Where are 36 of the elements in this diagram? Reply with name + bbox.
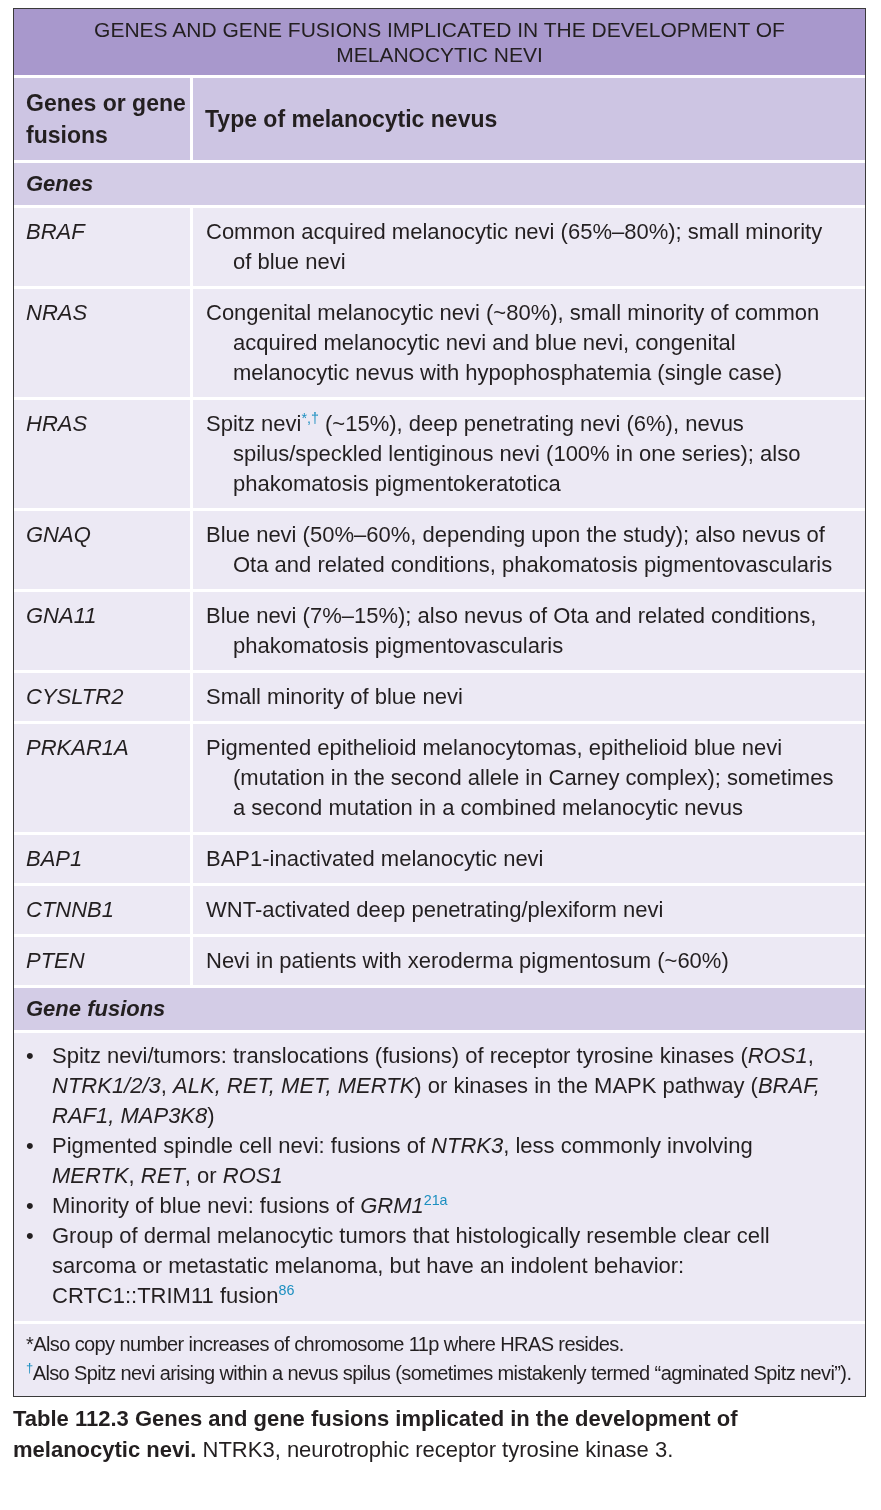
section-header: Gene fusions <box>14 988 865 1033</box>
gene-name-cell: BAP1 <box>14 835 193 883</box>
description-cell: Pigmented epithelioid melanocytomas, epithelioid blue nevi (mutation in the second allele in Carney complex); sometimes a second mutation in a combined melanocytic nevus <box>193 724 865 832</box>
gene-name-cell: CYSLTR2 <box>14 673 193 721</box>
bullet-item: Spitz nevi/tumors: translocations (fusions) of receptor tyrosine kinases (ROS1, NTRK1/2/3, ALK, RET, MET, MERTK) or kinases in the MAPK pathway (BRAF, RAF1, MAP3K8) <box>52 1042 821 1130</box>
footnote: *Also copy number increases of chromosome 11p where HRAS resides. <box>26 1332 625 1357</box>
section-header: Genes <box>14 163 865 208</box>
bullet-marker: • <box>26 1132 35 1160</box>
gene-name-cell: BRAF <box>14 208 193 286</box>
gene-name-cell: PRKAR1A <box>14 724 193 832</box>
description-cell: BAP1-inactivated melanocytic nevi <box>193 835 865 883</box>
gene-name-cell: PTEN <box>14 937 193 985</box>
description-cell: Blue nevi (7%–15%); also nevus of Ota and related conditions, phakomatosis pigmentovascularis <box>193 592 865 670</box>
gene-name-cell: GNA11 <box>14 592 193 670</box>
description-cell: Small minority of blue nevi <box>193 673 865 721</box>
description-cell: Congenital melanocytic nevi (~80%), small minority of common acquired melanocytic nevi and blue nevi, congenital melanocytic nevus with hypophosphatemia (single case) <box>193 289 865 397</box>
bullet-item: Pigmented spindle cell nevi: fusions of NTRK3, less commonly involving MERTK, RET, or ROS1 <box>52 1132 754 1190</box>
gene-name-cell: NRAS <box>14 289 193 397</box>
footnote: $^{†}$Also Spitz nevi arising within a nevus spilus (sometimes mistakenly termed “agminated Spitz nevi”). <box>26 1359 853 1386</box>
gene-name-cell: HRAS <box>14 400 193 508</box>
column-header: Genes or gene fusions <box>14 78 193 160</box>
column-header: Type of melanocytic nevus <box>193 78 865 160</box>
bullet-item: Group of dermal melanocytic tumors that histologically resemble clear cell sarcoma or metastatic melanoma, but have an indolent behavior: CRTC1::TRIM11 fusion$^{86}$ <box>52 1222 771 1310</box>
description-cell: Nevi in patients with xeroderma pigmentosum (~60%) <box>193 937 865 985</box>
gene-name-cell: GNAQ <box>14 511 193 589</box>
bullet-item: Minority of blue nevi: fusions of GRM1$^{21a}$ <box>52 1191 448 1220</box>
table-title: GENES AND GENE FUSIONS IMPLICATED IN THE DEVELOPMENT OF MELANOCYTIC NEVI <box>14 9 865 78</box>
bullet-marker: • <box>26 1042 35 1070</box>
table-caption: Table 112.3 Genes and gene fusions implicated in the development of melanocytic nevi. NTRK3, neurotrophic receptor tyrosine kinase 3. <box>13 1405 739 1464</box>
description-cell: Spitz nevi$^{*,†}$ (~15%), deep penetrating nevi (6%), nevus spilus/speckled lentiginous nevi (100% in one series); also phakomatosis pigmentokeratotica <box>193 400 865 508</box>
gene-name-cell: CTNNB1 <box>14 886 193 934</box>
bullet-marker: • <box>26 1222 35 1250</box>
description-cell: Blue nevi (50%–60%, depending upon the study); also nevus of Ota and related conditions, phakomatosis pigmentovascularis <box>193 511 865 589</box>
description-cell: WNT-activated deep penetrating/plexiform nevi <box>193 886 865 934</box>
description-cell: Common acquired melanocytic nevi (65%–80%); small minority of blue nevi <box>193 208 865 286</box>
bullet-marker: • <box>26 1192 35 1220</box>
